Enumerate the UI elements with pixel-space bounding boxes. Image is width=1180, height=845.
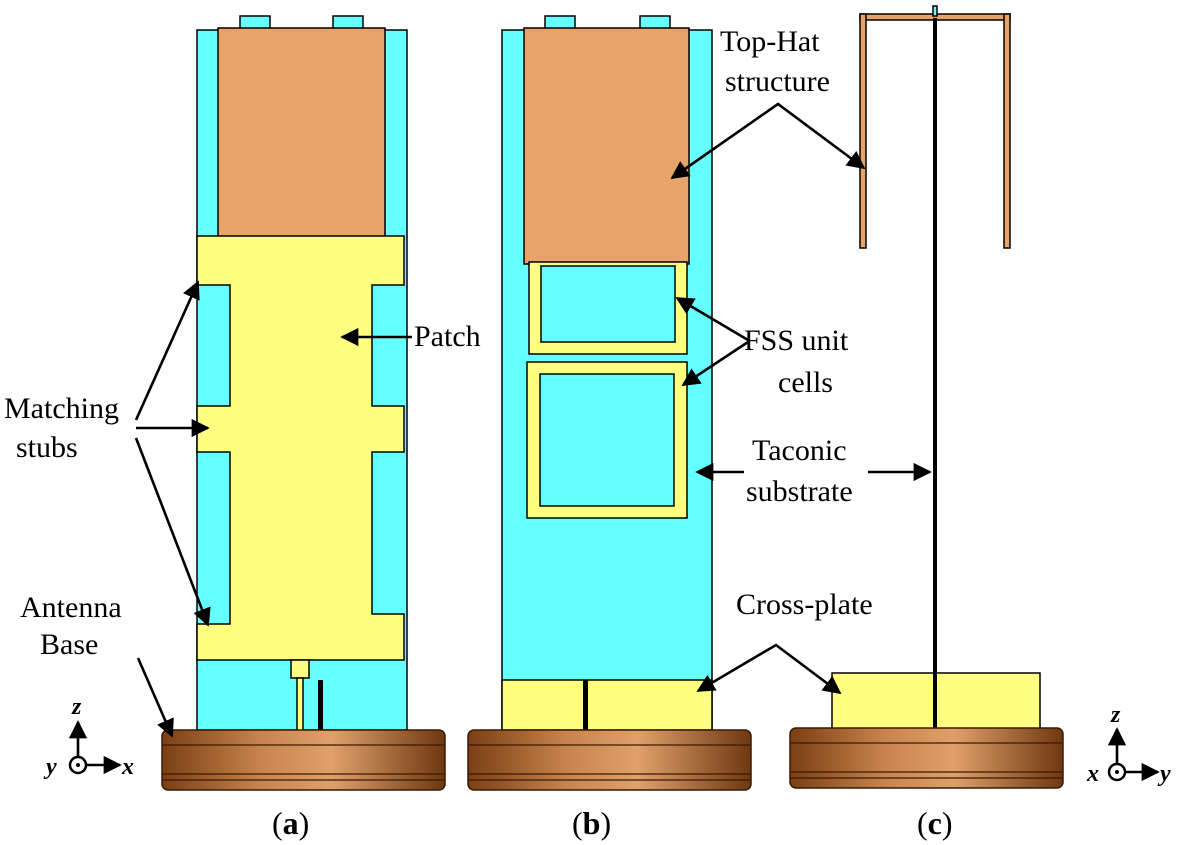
tophat-leg-left <box>859 13 867 249</box>
axis-triad-right: z x y <box>1086 702 1171 787</box>
crossplate-arrows <box>696 643 842 695</box>
label-matching-1: Matching <box>4 392 119 425</box>
tophat-tip <box>932 5 938 17</box>
fss-arrow-top <box>675 296 749 342</box>
caption-b: (b) <box>572 805 611 841</box>
axis-right-horizontal: y <box>1157 761 1171 787</box>
antenna-base-arrow <box>136 657 174 738</box>
label-fss-1: FSS unit <box>744 324 849 357</box>
tophat-plate-a <box>217 27 386 265</box>
matching-arrow-bottom <box>134 437 211 627</box>
matching-arrow-top <box>134 280 200 421</box>
label-taconic-1: Taconic <box>752 434 847 467</box>
axis-left-horizontal: x <box>121 754 134 780</box>
axis-right-into: x <box>1086 761 1099 787</box>
caption-c: (c) <box>917 805 953 841</box>
tophat-plate-b <box>523 27 690 265</box>
axis-left-vertical: z <box>71 694 82 720</box>
view-c <box>789 5 1064 789</box>
axis-triad-left: z y x <box>43 694 134 780</box>
crossplate-b <box>501 679 713 731</box>
annotation-arrows <box>134 102 932 738</box>
label-tophat-1: Top-Hat <box>720 25 820 58</box>
antenna-base-a <box>161 729 446 791</box>
antenna-base-b <box>467 729 752 791</box>
label-patch: Patch <box>414 320 481 353</box>
view-a <box>161 15 446 791</box>
antenna-base-c <box>789 727 1064 789</box>
label-fss-2: cells <box>778 366 833 399</box>
feed-line-a <box>296 677 304 733</box>
fss-cell-2-inner <box>539 373 675 507</box>
label-taconic-2: substrate <box>746 475 853 508</box>
fss-cell-1-inner <box>540 265 676 343</box>
axis-left-into: y <box>43 754 57 780</box>
fss-arrow-bottom <box>681 340 749 387</box>
tophat-arrows <box>670 102 866 180</box>
feed-pin-b <box>583 680 588 732</box>
substrate-edge-c <box>933 18 937 730</box>
label-matching-2: stubs <box>16 431 78 464</box>
label-tophat-2: structure <box>725 65 830 98</box>
label-antenna-1: Antenna <box>20 591 122 624</box>
feed-tab-a <box>290 659 310 679</box>
label-antenna-2: Base <box>40 628 98 661</box>
tophat-leg-right <box>1003 13 1011 249</box>
captions: (a) (b) (c) <box>272 805 953 841</box>
feed-pin-a <box>318 680 323 732</box>
label-crossplate: Cross-plate <box>736 588 873 621</box>
view-b <box>467 15 752 791</box>
labels: Patch Matching stubs Antenna Base Top-Ha… <box>4 25 873 661</box>
axis-right-vertical: z <box>1110 702 1121 728</box>
caption-a: (a) <box>272 805 309 841</box>
